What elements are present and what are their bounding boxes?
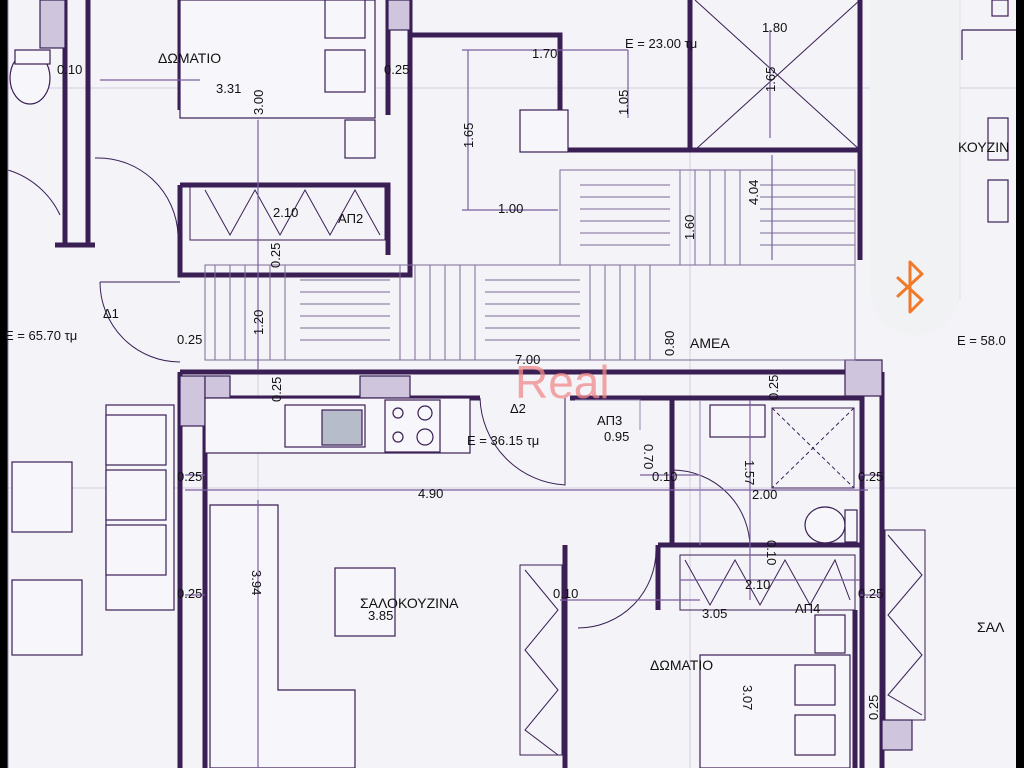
- staircase: [204, 169, 856, 361]
- interior-lines: [7, 0, 701, 768]
- door-label-d1: Δ1: [103, 306, 119, 321]
- dim-label: 1.05: [616, 90, 631, 115]
- dim-label: 3.07: [740, 685, 755, 710]
- dim-label: 0.80: [662, 331, 677, 356]
- dim-label: 0.70: [641, 444, 656, 469]
- area-label-top: E = 23.00 τμ: [625, 36, 697, 51]
- shafts: [694, 0, 861, 489]
- dim-label: 1.00: [498, 201, 523, 216]
- room-label-domatio-top: ΔΩΜΑΤΙΟ: [158, 50, 221, 66]
- dim-label: 1.60: [682, 215, 697, 240]
- room-label-salo-right: ΣΑΛ: [977, 619, 1005, 635]
- dim-label: 0.10: [57, 62, 82, 77]
- room-label-saloukouzina: ΣΑΛΟΚΟΥΖΙΝΑ: [360, 595, 459, 611]
- door-swings: [7, 157, 751, 629]
- dim-label: 0.10: [764, 540, 779, 565]
- dim-label: 0.10: [652, 469, 677, 484]
- room-label-ap3: ΑΠ3: [597, 413, 622, 428]
- dim-label: 2.10: [745, 577, 770, 592]
- dim-label: 1.57: [742, 460, 757, 485]
- dim-label: 1.80: [762, 20, 787, 35]
- area-label-right: E = 58.0: [957, 333, 1006, 348]
- dim-label: 4.90: [418, 486, 443, 501]
- side-panel: [870, 0, 961, 335]
- dim-label: 0.25: [766, 375, 781, 400]
- furniture: [9, 0, 858, 768]
- room-label-ap2: ΑΠ2: [338, 211, 363, 226]
- dim-label: 0.25: [269, 377, 284, 402]
- dim-label: 0.10: [553, 586, 578, 601]
- room-label-domatio-bottom: ΔΩΜΑΤΙΟ: [650, 657, 713, 673]
- dim-label: 2.00: [752, 487, 777, 502]
- watermark: Real: [515, 356, 610, 408]
- dim-label: 0.25: [858, 586, 883, 601]
- dim-label: 0.95: [604, 429, 629, 444]
- dim-label: 0.25: [268, 243, 283, 268]
- dim-label: 2.10: [273, 205, 298, 220]
- closets: [189, 184, 926, 756]
- dim-label: 1.65: [461, 123, 476, 148]
- dim-label: 0.25: [177, 469, 202, 484]
- room-label-amea: ΑΜΕΑ: [690, 335, 730, 351]
- room-label-kouzina-right: ΚΟΥΖΙΝ: [958, 139, 1009, 155]
- dimension-lines: [100, 30, 880, 768]
- area-label-left: E = 65.70 τμ: [5, 328, 77, 343]
- door-label-d2: Δ2: [510, 401, 526, 416]
- dim-label: 0.25: [866, 695, 881, 720]
- dim-label: 0.25: [858, 469, 883, 484]
- dim-label: 3.00: [251, 90, 266, 115]
- dim-label: 1.20: [251, 310, 266, 335]
- area-label-center: E = 36.15 τμ: [467, 433, 539, 448]
- dim-label: 1.65: [763, 67, 778, 92]
- dim-label: 1.70: [532, 46, 557, 61]
- hatched-blocks: [39, 0, 913, 751]
- dim-label: 3.31: [216, 81, 241, 96]
- dim-label: 3.94: [249, 570, 264, 595]
- bluetooth-icon[interactable]: [896, 260, 924, 314]
- dim-label: 0.25: [177, 332, 202, 347]
- dim-label: 3.05: [702, 606, 727, 621]
- dim-label: 3.85: [368, 608, 393, 623]
- dim-label: 7.00: [515, 352, 540, 367]
- dim-label: 0.25: [177, 586, 202, 601]
- room-label-ap4: ΑΠ4: [795, 601, 820, 616]
- dim-label: 0.25: [384, 62, 409, 77]
- right-fragment-furniture: [961, 0, 1016, 223]
- dim-label: 4.04: [746, 180, 761, 205]
